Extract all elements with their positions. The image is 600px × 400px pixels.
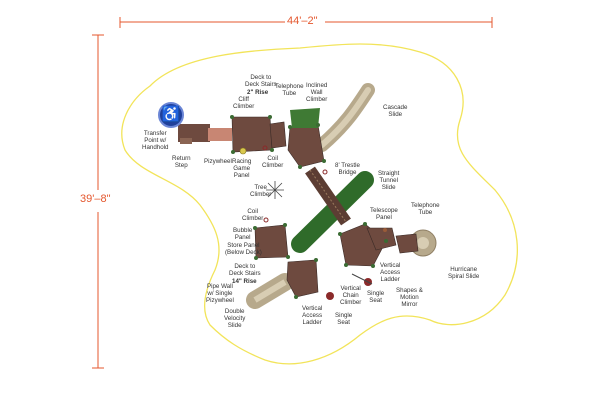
label-inclined-wall-climber: Inclined Wall Climber bbox=[306, 82, 328, 103]
single-seat-bottom bbox=[326, 292, 334, 300]
label-shapes-motion-mirror: Shapes & Motion Mirror bbox=[396, 287, 423, 308]
inclined-wall-climber bbox=[290, 108, 320, 128]
decks bbox=[231, 116, 419, 298]
posts bbox=[230, 115, 388, 299]
label-transfer-point: Transfer Point w/ Handhold bbox=[142, 130, 169, 151]
label-vertical-chain-climber: Vertical Chain Climber bbox=[340, 285, 362, 306]
height-dimension-line bbox=[92, 34, 104, 369]
label-double-velocity-slide: Double Velocity Slide bbox=[224, 308, 246, 329]
label-pipe-wall: Pipe Wall w/ Single Pizywheel bbox=[206, 283, 234, 304]
label-trestle-bridge: 8' Trestle Bridge bbox=[335, 162, 360, 176]
label-deck-to-deck-stairs-14: Deck to Deck Stairs bbox=[229, 263, 261, 277]
coil-climber-top bbox=[262, 145, 268, 151]
label-2in-rise: 2" Rise bbox=[247, 89, 269, 96]
label-return-step: Return Step bbox=[172, 155, 191, 169]
label-vertical-access-ladder-right: Vertical Access Ladder bbox=[380, 262, 401, 283]
label-telephone-tube-top: Telephone Tube bbox=[275, 83, 304, 97]
label-straight-tunnel-slide: Straight Tunnel Slide bbox=[378, 170, 400, 191]
label-single-seat-bottom: Single Seat bbox=[335, 312, 353, 326]
coil-climber-mid bbox=[322, 169, 328, 175]
racing-game-panel bbox=[239, 147, 247, 155]
label-telephone-tube-right: Telephone Tube bbox=[411, 202, 440, 216]
label-cliff-climber: Cliff Climber bbox=[233, 96, 255, 110]
wheelchair-icon: ♿ bbox=[158, 102, 184, 128]
width-dimension-line bbox=[119, 17, 493, 28]
width-dimension: 44'–2" bbox=[287, 15, 318, 27]
label-14in-rise: 14" Rise bbox=[232, 278, 257, 285]
label-coil-climber-left: Coil Climber bbox=[242, 208, 264, 222]
transfer-point-steps bbox=[178, 124, 232, 144]
label-racing-game-panel: Racing Game Panel bbox=[232, 158, 252, 179]
vertical-chain-climber bbox=[351, 273, 373, 285]
telescope-panel bbox=[383, 228, 387, 232]
label-deck-to-deck-stairs-2: Deck to Deck Stairs bbox=[245, 74, 277, 88]
label-vertical-access-ladder-bottom: Vertical Access Ladder bbox=[302, 305, 323, 326]
label-cascade-slide: Cascade Slide bbox=[383, 104, 408, 118]
height-dimension: 39'–8" bbox=[80, 193, 111, 205]
use-zone-boundary bbox=[121, 43, 518, 365]
tree-climber bbox=[266, 181, 284, 199]
label-store-panel: Store Panel (Below Deck) bbox=[225, 242, 262, 256]
coil-climber-left bbox=[263, 217, 269, 223]
label-coil-climber-top: Coil Climber bbox=[262, 155, 284, 169]
label-pizywheel: Pizywheel bbox=[204, 158, 232, 165]
label-hurricane-spiral-slide: Hurricane Spiral Slide bbox=[448, 266, 480, 280]
label-single-seat-right: Single Seat bbox=[367, 290, 385, 304]
label-bubble-panel: Bubble Panel bbox=[233, 227, 253, 241]
label-tree-climber: Tree Climber bbox=[250, 184, 272, 198]
label-telescope-panel: Telescope Panel bbox=[370, 207, 398, 221]
